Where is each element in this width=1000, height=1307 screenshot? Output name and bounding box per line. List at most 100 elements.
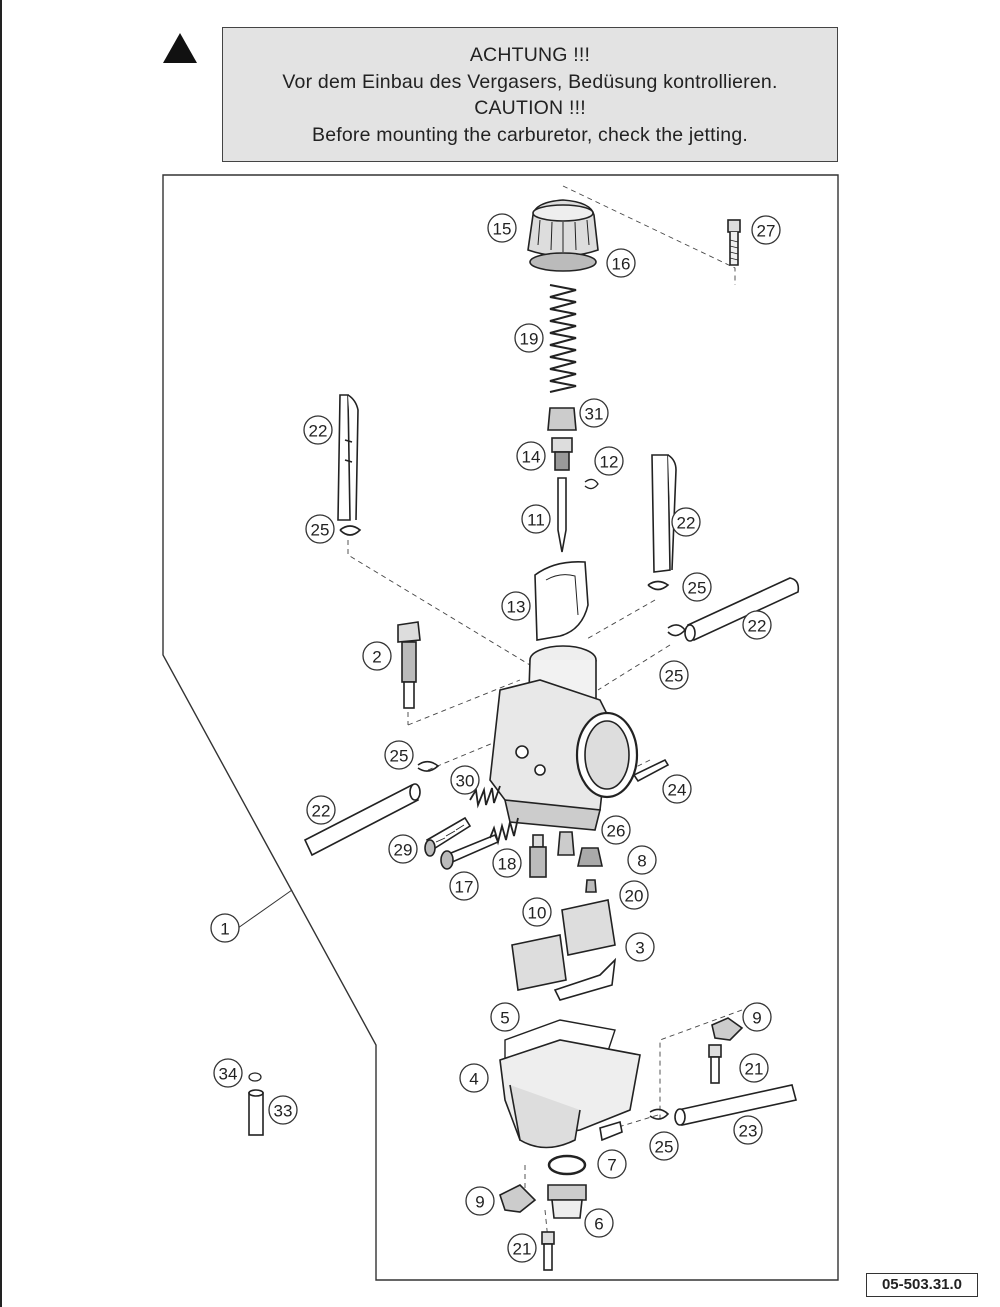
callout-number: 7 bbox=[607, 1156, 616, 1175]
callout-c14: 14 bbox=[516, 441, 546, 471]
callout-c31: 31 bbox=[579, 398, 609, 428]
callout-c22c: 22 bbox=[742, 610, 772, 640]
callout-number: 8 bbox=[637, 852, 646, 871]
caution-notice: ACHTUNG !!! Vor dem Einbau des Vergasers… bbox=[222, 27, 838, 162]
callout-circle bbox=[306, 795, 336, 825]
overflow-hose-part bbox=[674, 1084, 797, 1126]
callout-number: 10 bbox=[528, 904, 547, 923]
assembly-lines bbox=[347, 185, 743, 1241]
drain-plug-part bbox=[547, 1184, 587, 1219]
callout-number: 12 bbox=[600, 453, 619, 472]
callout-circle bbox=[362, 641, 392, 671]
callout-c10: 10 bbox=[522, 897, 552, 927]
callout-circle bbox=[742, 610, 772, 640]
callout-c27: 27 bbox=[751, 215, 781, 245]
callout-number: 3 bbox=[635, 939, 644, 958]
small-o-ring-part bbox=[248, 1072, 262, 1082]
callout-c26: 26 bbox=[601, 815, 631, 845]
callout-number: 34 bbox=[219, 1065, 238, 1084]
callout-c22d: 22 bbox=[306, 795, 336, 825]
callout-c22a: 22 bbox=[303, 415, 333, 445]
callout-c8: 8 bbox=[627, 845, 657, 875]
callout-circle bbox=[584, 1208, 614, 1238]
callout-number: 16 bbox=[612, 255, 631, 274]
throttle-stop-spring-part bbox=[469, 785, 501, 809]
callout-number: 9 bbox=[752, 1009, 761, 1028]
main-jet-part bbox=[577, 847, 603, 867]
needle-clip-part bbox=[584, 478, 599, 490]
callout-number: 4 bbox=[469, 1070, 478, 1089]
air-screw-part bbox=[397, 621, 421, 709]
throttle-stop-screw-part bbox=[424, 816, 472, 857]
callout-number: 19 bbox=[520, 330, 539, 349]
callout-number: 25 bbox=[311, 521, 330, 540]
callout-c9a: 9 bbox=[742, 1002, 772, 1032]
callout-number: 30 bbox=[456, 772, 475, 791]
idle-adjust-screw-part bbox=[440, 833, 500, 870]
callout-c22b: 22 bbox=[671, 507, 701, 537]
screw-part bbox=[708, 1044, 722, 1084]
callout-number: 5 bbox=[500, 1009, 509, 1028]
callout-circle bbox=[210, 913, 240, 943]
callout-circle bbox=[579, 398, 609, 428]
callout-c25b: 25 bbox=[682, 572, 712, 602]
callout-number: 15 bbox=[493, 220, 512, 239]
callout-c25a: 25 bbox=[305, 514, 335, 544]
bracket-part bbox=[499, 1184, 537, 1213]
document-number: 05-503.31.0 bbox=[866, 1273, 978, 1297]
callout-circle bbox=[597, 1149, 627, 1179]
callout-number: 20 bbox=[625, 887, 644, 906]
callout-number: 25 bbox=[688, 579, 707, 598]
screw-part bbox=[541, 1231, 555, 1271]
callout-number: 1 bbox=[220, 920, 229, 939]
callout-circle bbox=[490, 1002, 520, 1032]
callout-number: 6 bbox=[594, 1215, 603, 1234]
throttle-slide-part bbox=[534, 560, 589, 641]
callout-circle bbox=[384, 740, 414, 770]
callout-circle bbox=[507, 1233, 537, 1263]
notice-line-english-text: Before mounting the carburetor, check th… bbox=[311, 123, 748, 146]
o-ring-part bbox=[547, 1154, 587, 1176]
callout-circle bbox=[305, 514, 335, 544]
callout-number: 18 bbox=[498, 855, 517, 874]
vent-hose-part bbox=[684, 577, 800, 642]
callout-circle bbox=[627, 845, 657, 875]
callout-number: 33 bbox=[274, 1102, 293, 1121]
slide-spring-part bbox=[549, 284, 577, 393]
callout-number: 27 bbox=[757, 222, 776, 241]
callout-c15: 15 bbox=[487, 213, 517, 243]
callout-number: 31 bbox=[585, 405, 604, 424]
callout-c12: 12 bbox=[594, 446, 624, 476]
callout-circle bbox=[514, 323, 544, 353]
callout-c21b: 21 bbox=[507, 1233, 537, 1263]
spacer-sleeve-part bbox=[248, 1089, 264, 1136]
notice-line-german-heading: ACHTUNG !!! bbox=[469, 44, 591, 66]
callout-circle bbox=[516, 441, 546, 471]
callout-c25e: 25 bbox=[649, 1131, 679, 1161]
callout-c24: 24 bbox=[662, 774, 692, 804]
pilot-jet-part bbox=[529, 834, 547, 878]
callout-number: 17 bbox=[455, 878, 474, 897]
callout-c29: 29 bbox=[388, 834, 418, 864]
callout-number: 22 bbox=[677, 514, 696, 533]
callout-number: 24 bbox=[668, 781, 687, 800]
callout-circle bbox=[682, 572, 712, 602]
callout-circle bbox=[213, 1058, 243, 1088]
callout-circle bbox=[619, 880, 649, 910]
callout-number: 22 bbox=[748, 617, 767, 636]
callout-circle bbox=[733, 1115, 763, 1145]
callout-number: 14 bbox=[522, 448, 541, 467]
callout-c7: 7 bbox=[597, 1149, 627, 1179]
callout-circle bbox=[303, 415, 333, 445]
callout-number: 25 bbox=[655, 1138, 674, 1157]
warning-triangle-icon bbox=[163, 33, 197, 63]
float-bowl-part bbox=[499, 1039, 641, 1149]
callout-circle bbox=[522, 897, 552, 927]
callout-c23: 23 bbox=[733, 1115, 763, 1145]
callout-number: 21 bbox=[513, 1240, 532, 1259]
idle-screw-spring-part bbox=[489, 817, 519, 846]
callout-circle bbox=[487, 213, 517, 243]
callout-c16: 16 bbox=[606, 248, 636, 278]
callout-c9b: 9 bbox=[465, 1186, 495, 1216]
callout-circle bbox=[662, 774, 692, 804]
